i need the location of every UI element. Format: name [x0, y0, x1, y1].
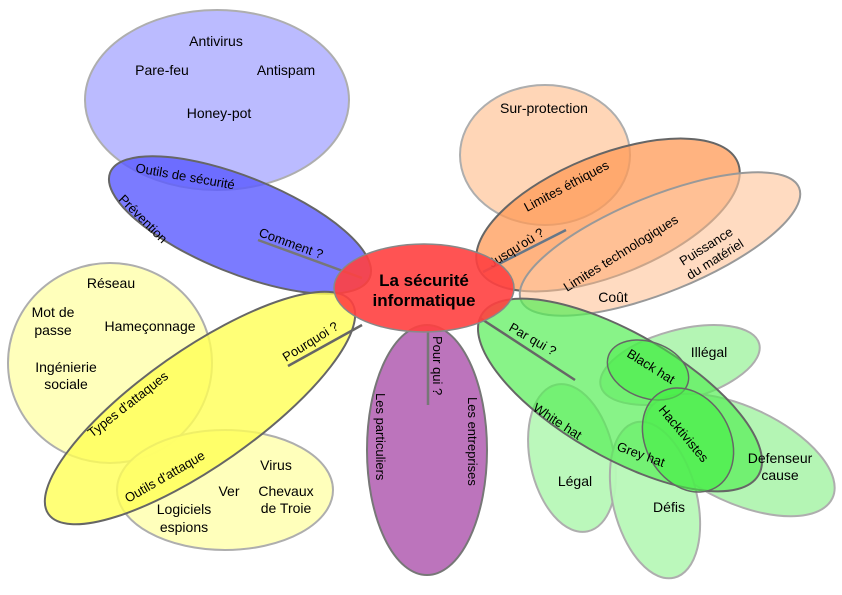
attack-sociale: sociale: [44, 376, 88, 392]
tool-ver: Ver: [218, 483, 239, 499]
tool-antispam: Antispam: [257, 62, 315, 78]
tool-de-troie: de Troie: [261, 500, 312, 516]
hacktivistes-item-cause: cause: [761, 467, 799, 483]
target-entreprises: Les entreprises: [465, 397, 480, 486]
attack-ingenierie: Ingénierie: [35, 359, 97, 375]
target-particuliers: Les particuliers: [373, 393, 388, 481]
center-node: La sécurité informatique: [333, 243, 515, 333]
tool-virus: Virus: [260, 457, 292, 473]
tool-honey-pot: Honey-pot: [187, 105, 252, 121]
tool-logiciels: Logiciels: [157, 501, 211, 517]
branch-pourqui: Pour qui ? Les particuliers Les entrepri…: [366, 324, 488, 576]
hacktivistes-item-defenseur: Defenseur: [748, 450, 813, 466]
tech-item-cout: Coût: [598, 289, 628, 305]
center-title-line2: informatique: [373, 291, 476, 310]
pourquoi-connector: [287, 323, 363, 368]
tool-antivirus: Antivirus: [189, 33, 243, 49]
black-hat-item-illegal: Illégal: [691, 344, 728, 360]
tool-espions: espions: [160, 519, 208, 535]
grey-hat-item-defis: Défis: [653, 499, 685, 515]
branch-pourquoi: Pourquoi ? Types d'attaques Réseau Mot d…: [7, 262, 363, 551]
tool-chevaux: Chevaux: [258, 483, 313, 499]
center-title-line1: La sécurité: [379, 271, 469, 290]
black-hat-bubble: [606, 339, 690, 401]
hacktivistes-bubble: [641, 387, 735, 493]
pourqui-question: Pour qui ?: [430, 336, 445, 395]
attack-reseau: Réseau: [87, 275, 135, 291]
center-bubble: [333, 243, 515, 333]
branch-comment: Comment ? Outils de sécurité Prévention …: [84, 9, 373, 295]
attack-passe: passe: [34, 322, 72, 338]
tool-pare-feu: Pare-feu: [135, 62, 189, 78]
attack-mot-de: Mot de: [32, 304, 75, 320]
white-hat-item-legal: Légal: [558, 473, 592, 489]
branch-jusquou: Jusqu'où ? Limites éthiques Sur-protecti…: [459, 84, 802, 317]
parqui-connector: [479, 316, 576, 382]
ethics-item-sur-protection: Sur-protection: [500, 100, 588, 116]
branch-parqui: Par qui ? Black hat Illégal White hat Lé…: [477, 297, 836, 580]
attack-hameconnage: Hameçonnage: [104, 318, 195, 334]
